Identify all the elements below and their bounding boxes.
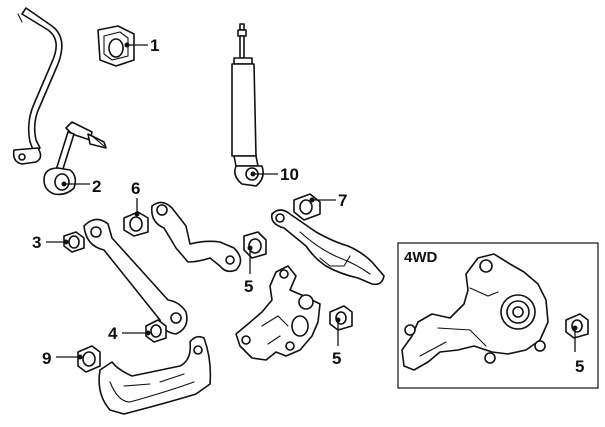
callout-label-5-main: 5 [332,349,341,368]
lateral-arm [83,218,188,335]
knuckle-4wd [401,253,549,371]
upper-control-arm [150,201,242,273]
callout-5-inset: 5 [572,325,584,376]
stabilizer-bar [12,7,63,165]
callout-label-3: 3 [32,233,41,252]
callout-label-1: 1 [150,36,159,55]
callout-6: 5 [244,245,253,296]
shock-absorber [231,23,264,187]
callout-9: 9 [42,349,83,368]
lower-control-arm [270,209,385,286]
callout-5-main: 5 [332,317,341,368]
inset-frame [397,242,599,389]
stabilizer-link [43,121,107,196]
bushing-5-main [329,305,353,331]
bushing-3 [63,231,85,253]
callout-label-2: 2 [92,177,101,196]
inset-4wd: 4WD 5 [397,242,599,389]
callout-2: 2 [61,177,101,196]
bushing-4 [145,319,167,343]
bushing-9 [77,345,101,373]
stabilizer-bushing [97,25,135,67]
bushing-8 [293,193,321,221]
callout-4: 4 [108,324,151,343]
callout-1: 1 [124,36,159,55]
bushing-7 [123,211,149,237]
callout-label-8: 7 [338,191,347,210]
bushing-6 [243,231,267,259]
callout-label-7: 6 [131,179,140,198]
lower-trailing-link [98,335,212,415]
rear-knuckle [235,265,321,361]
callout-10: 10 [250,165,299,184]
callout-label-6: 5 [244,277,253,296]
bushing-5-inset [565,313,589,339]
callout-label-9: 9 [42,349,51,368]
callout-label-5-inset: 5 [575,357,584,376]
callout-label-10: 10 [280,165,299,184]
callout-3: 3 [32,233,69,252]
callout-7: 6 [131,179,140,217]
callout-label-4: 4 [108,324,118,343]
inset-title: 4WD [404,249,438,266]
callout-8: 7 [309,191,347,210]
